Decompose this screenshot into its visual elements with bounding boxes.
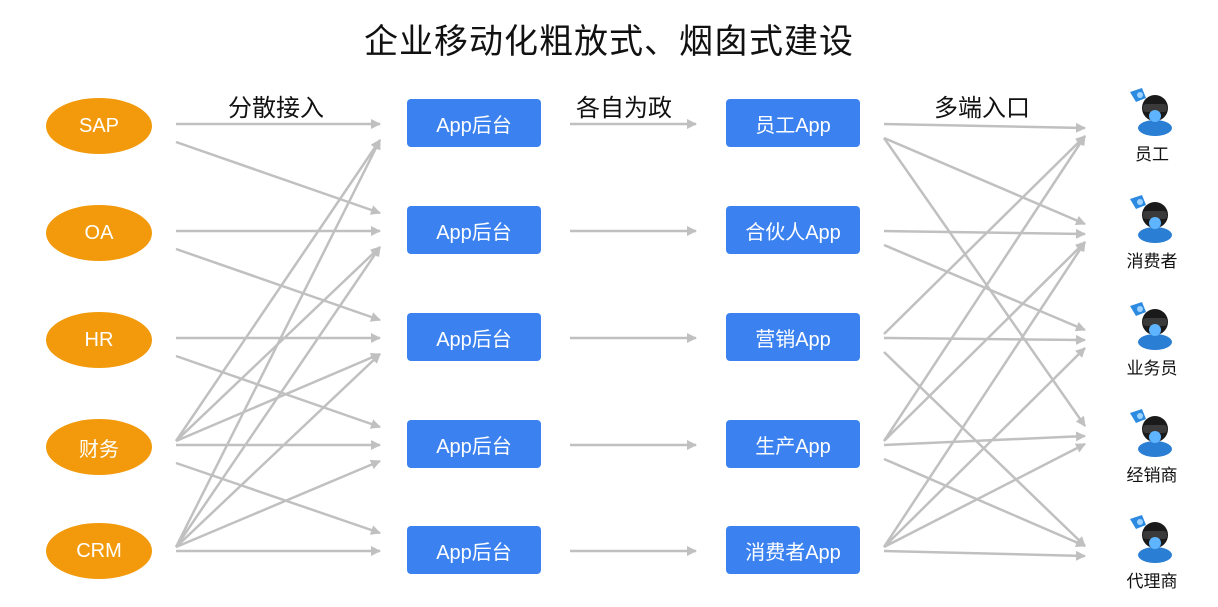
label-distributed-access: 分散接入 [228,94,324,122]
backend-box-1: App后台 [407,99,541,147]
backend-box-5: App后台 [407,526,541,574]
arrow-app-to-user [882,137,1087,427]
arrow-source-to-backend [175,461,381,535]
user-label-dealer: 经销商 [1126,466,1178,486]
arrow-app-to-user [883,241,1086,442]
arrow-app-to-user [883,122,1086,133]
arrow-app-to-user [883,334,1086,345]
user-avatar-icon [1120,300,1184,350]
user-label-salesperson: 业务员 [1126,359,1178,379]
source-node-hr: HR [46,312,152,368]
source-node-crm: CRM [46,523,152,579]
diagram-title: 企业移动化粗放式、烟囱式建设 [364,22,854,62]
backend-box-3: App后台 [407,313,541,361]
arrow-app-to-user [883,228,1086,239]
user-avatar-icon [1120,86,1184,136]
arrow-source-to-backend [175,354,381,429]
arrow-app-to-user [883,457,1086,548]
arrow-app-to-user [883,136,1086,226]
arrow-app-to-user [883,442,1086,549]
backend-box-4: App后台 [407,420,541,468]
source-node-finance: 财务 [46,419,152,475]
arrow-app-to-user [883,347,1086,548]
arrow-app-to-user [883,135,1086,335]
source-node-sap: SAP [46,98,152,154]
user-label-consumer: 消费者 [1126,252,1178,272]
user-avatar-icon [1120,407,1184,457]
arrow-source-to-backend [175,459,381,549]
user-salesperson: 业务员 [1120,300,1184,379]
user-avatar-icon [1120,513,1184,563]
arrow-source-to-backend [175,353,381,548]
arrow-app-to-user [882,135,1087,442]
arrow-source-to-backend [174,246,382,548]
user-label-employee: 员工 [1135,145,1169,165]
app-box-consumer: 消费者App [726,526,860,574]
app-box-employee: 员工App [726,99,860,147]
app-box-marketing: 营销App [726,313,860,361]
app-box-partner: 合伙人App [726,206,860,254]
user-consumer: 消费者 [1120,193,1184,272]
backend-box-2: App后台 [407,206,541,254]
user-employee: 员工 [1120,86,1184,165]
arrow-source-to-backend [174,139,382,442]
user-dealer: 经销商 [1120,407,1184,486]
arrow-source-to-backend [175,247,381,322]
source-node-oa: OA [46,205,152,261]
label-independent-silos: 各自为政 [576,94,672,122]
arrow-app-to-user [883,431,1086,447]
app-box-production: 生产App [726,420,860,468]
arrow-source-to-backend [174,139,382,548]
arrow-source-to-backend [175,140,381,215]
user-agent: 代理商 [1120,513,1184,592]
user-avatar-icon [1120,193,1184,243]
user-label-agent: 代理商 [1126,572,1178,592]
arrow-app-to-user [883,549,1086,561]
label-multi-entry: 多端入口 [934,94,1030,122]
arrow-app-to-user [882,241,1087,548]
